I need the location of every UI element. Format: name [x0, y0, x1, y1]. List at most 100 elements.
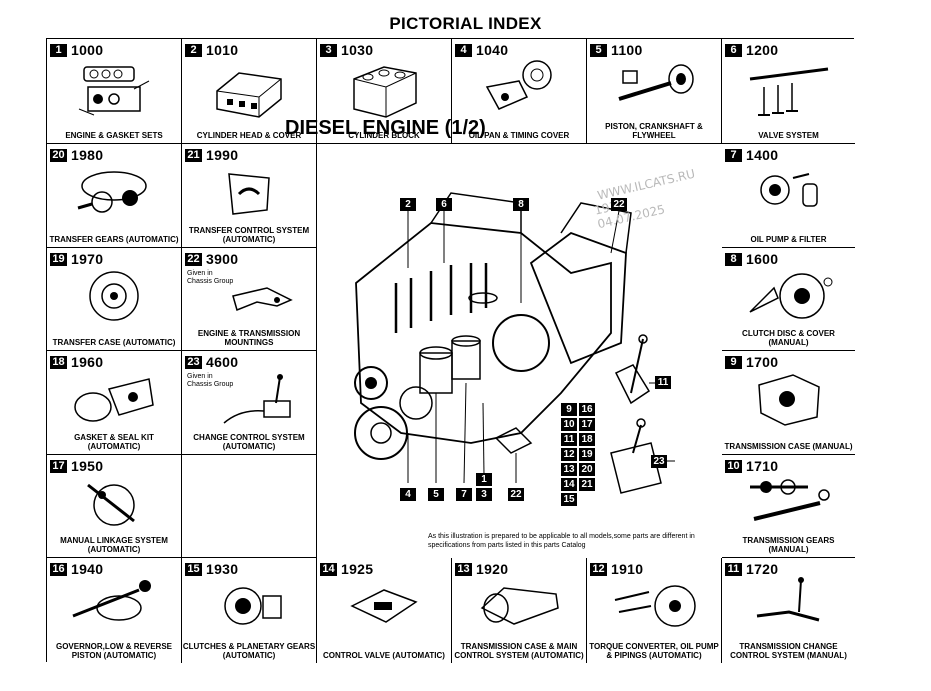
governor-piston-illustration	[72, 580, 151, 621]
callout-21[interactable]: 21	[579, 478, 595, 491]
cell-code: 1030	[341, 42, 374, 58]
cell-badge: 12	[590, 562, 607, 576]
callout-17[interactable]: 17	[579, 418, 595, 431]
callout-18[interactable]: 18	[579, 433, 595, 446]
cell-badge: 15	[185, 562, 202, 576]
index-cell-1030[interactable]: 3 1030 CYLINDER BLOCK	[317, 39, 452, 144]
cell-code: 1960	[71, 354, 104, 370]
callout-11[interactable]: 11	[655, 376, 671, 389]
callout-5[interactable]: 5	[428, 488, 444, 501]
callout-14[interactable]: 14	[561, 478, 577, 491]
group-note: Given in Chassis Group	[187, 270, 234, 285]
cell-caption: OIL PUMP & FILTER	[750, 235, 827, 244]
callout-13[interactable]: 13	[561, 463, 577, 476]
cell-caption: ENGINE & TRANSMISSION MOUNTINGS	[197, 329, 301, 347]
cell-caption: CLUTCH DISC & COVER (MANUAL)	[742, 329, 835, 347]
cell-code: 1040	[476, 42, 509, 58]
cell-code: 1950	[71, 458, 104, 474]
diesel-engine-diagram: DIESEL ENGINE (1/2) W	[271, 103, 696, 518]
cell-badge: 13	[455, 562, 472, 576]
callout-23[interactable]: 23	[651, 455, 667, 468]
cell-badge: 20	[50, 148, 67, 162]
cell-caption: GOVERNOR,LOW & REVERSE PISTON (AUTOMATIC…	[55, 642, 172, 660]
cell-code: 1970	[71, 251, 104, 267]
callout-6[interactable]: 6	[436, 198, 452, 211]
cell-code: 1710	[746, 458, 779, 474]
cell-badge: 17	[50, 459, 67, 473]
cell-badge: 8	[725, 252, 742, 266]
cell-code: 1990	[206, 147, 239, 163]
blank-cell	[182, 455, 317, 558]
cell-badge: 9	[725, 355, 742, 369]
auto-transmission-case-illustration	[480, 587, 559, 625]
cell-code: 1010	[206, 42, 239, 58]
engine-gasket-illustration	[78, 66, 150, 116]
cell-badge: 21	[185, 148, 202, 162]
cell-badge: 2	[185, 43, 202, 57]
callout-20[interactable]: 20	[579, 463, 595, 476]
callout-8[interactable]: 8	[513, 198, 529, 211]
callout-11b[interactable]: 11	[561, 433, 577, 446]
callout-15[interactable]: 15	[561, 493, 577, 506]
cell-badge: 3	[320, 43, 337, 57]
cell-caption: TRANSMISSION CASE (MANUAL)	[724, 442, 853, 451]
manual-linkage-illustration	[87, 483, 135, 526]
callout-12[interactable]: 12	[561, 448, 577, 461]
callout-9[interactable]: 9	[561, 403, 577, 416]
cell-code: 1920	[476, 561, 509, 577]
cell-badge: 23	[185, 355, 202, 369]
group-note: Given in Chassis Group	[187, 373, 234, 388]
callout-19[interactable]: 19	[579, 448, 595, 461]
cell-code: 1720	[746, 561, 779, 577]
cell-badge: 22	[185, 252, 202, 266]
cell-badge: 11	[725, 562, 742, 576]
clutches-planetary-illustration	[224, 587, 282, 625]
cell-caption: VALVE SYSTEM	[758, 131, 819, 140]
callout-22[interactable]: 22	[611, 198, 627, 211]
torque-converter-illustration	[614, 585, 696, 627]
gasket-seal-illustration	[74, 378, 154, 422]
callout-3[interactable]: 3	[476, 488, 492, 501]
index-cell-1920[interactable]: 13 1920 TRANSMISSION CASE & MAIN CONTROL …	[452, 558, 587, 663]
cell-caption: TRANSMISSION CASE & MAIN CONTROL SYSTEM …	[454, 642, 584, 660]
callout-2[interactable]: 2	[400, 198, 416, 211]
cell-caption: CYLINDER BLOCK	[348, 131, 420, 140]
callout-4[interactable]: 4	[400, 488, 416, 501]
cell-code: 1000	[71, 42, 104, 58]
cell-badge: 16	[50, 562, 67, 576]
engine-mounting-illustration	[232, 287, 294, 312]
transfer-control-illustration	[228, 173, 270, 215]
control-valve-illustration	[350, 589, 418, 623]
cell-badge: 1	[50, 43, 67, 57]
callout-1[interactable]: 1	[476, 473, 492, 486]
callout-16[interactable]: 16	[579, 403, 595, 416]
callout-22b[interactable]: 22	[508, 488, 524, 501]
callout-10[interactable]: 10	[561, 418, 577, 431]
cell-caption: PISTON, CRANKSHAFT & FLYWHEEL	[605, 122, 703, 140]
page-title: PICTORIAL INDEX	[389, 14, 542, 33]
callout-7[interactable]: 7	[456, 488, 472, 501]
oil-pan-illustration	[485, 60, 552, 110]
